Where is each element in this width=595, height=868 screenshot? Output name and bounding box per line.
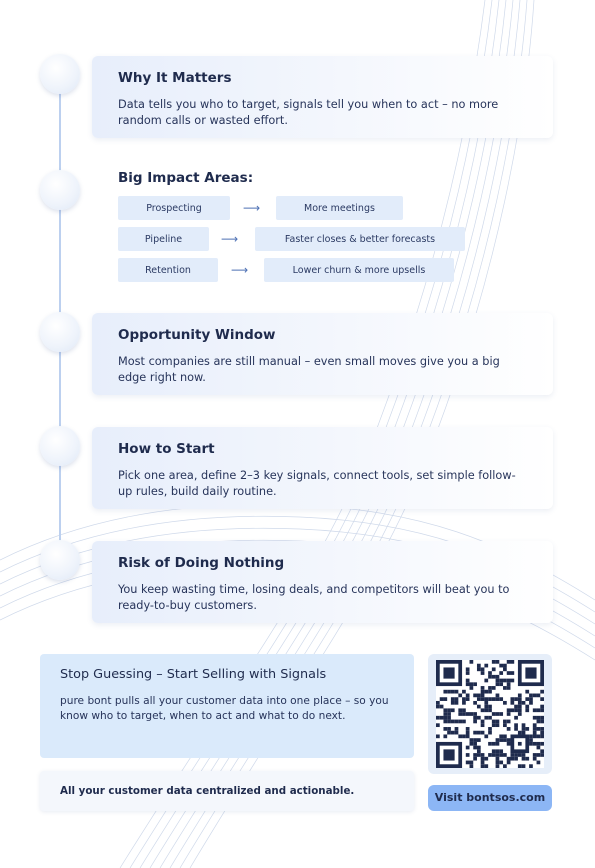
section-body: Most companies are still manual – even s… [118, 355, 500, 384]
cta-title: Stop Guessing – Start Selling with Signa… [60, 667, 327, 682]
impact-result-pill: Lower churn & more upsells [264, 258, 454, 282]
impact-result-pill: More meetings [276, 196, 403, 220]
qr-code-icon[interactable] [428, 654, 552, 774]
arrow-right-icon: ⟶ [221, 232, 239, 246]
section-title: How to Start [118, 441, 215, 457]
timeline-node [40, 170, 80, 210]
section-body: Pick one area, define 2–3 key signals, c… [118, 469, 516, 498]
section-title: Opportunity Window [118, 327, 276, 343]
visit-website-button[interactable]: Visit bontsos.com [428, 785, 552, 811]
impact-title: Big Impact Areas: [118, 170, 254, 186]
section-title: Risk of Doing Nothing [118, 555, 285, 571]
arrow-right-icon: ⟶ [231, 263, 249, 277]
section-body: Data tells you who to target, signals te… [118, 98, 499, 127]
section-card-why-it-matters: Why It Matters Data tells you who to tar… [92, 56, 553, 138]
cta-body: pure bont pulls all your customer data i… [60, 695, 389, 722]
section-title: Why It Matters [118, 70, 232, 86]
section-card-risk-of-doing-nothing: Risk of Doing Nothing You keep wasting t… [92, 541, 553, 623]
section-card-opportunity-window: Opportunity Window Most companies are st… [92, 313, 553, 395]
timeline-node [40, 426, 80, 466]
timeline-node [40, 54, 80, 94]
section-card-how-to-start: How to Start Pick one area, define 2–3 k… [92, 427, 553, 509]
tagline: All your customer data centralized and a… [40, 771, 414, 811]
impact-result-pill: Faster closes & better forecasts [255, 227, 465, 251]
timeline-node [40, 312, 80, 352]
impact-area-pill: Pipeline [118, 227, 209, 251]
impact-area-pill: Prospecting [118, 196, 230, 220]
impact-area-pill: Retention [118, 258, 218, 282]
cta-box: Stop Guessing – Start Selling with Signa… [40, 654, 414, 758]
arrow-right-icon: ⟶ [243, 201, 261, 215]
timeline-node [40, 540, 80, 580]
section-body: You keep wasting time, losing deals, and… [118, 583, 510, 612]
qr-code-graphic [436, 660, 544, 768]
